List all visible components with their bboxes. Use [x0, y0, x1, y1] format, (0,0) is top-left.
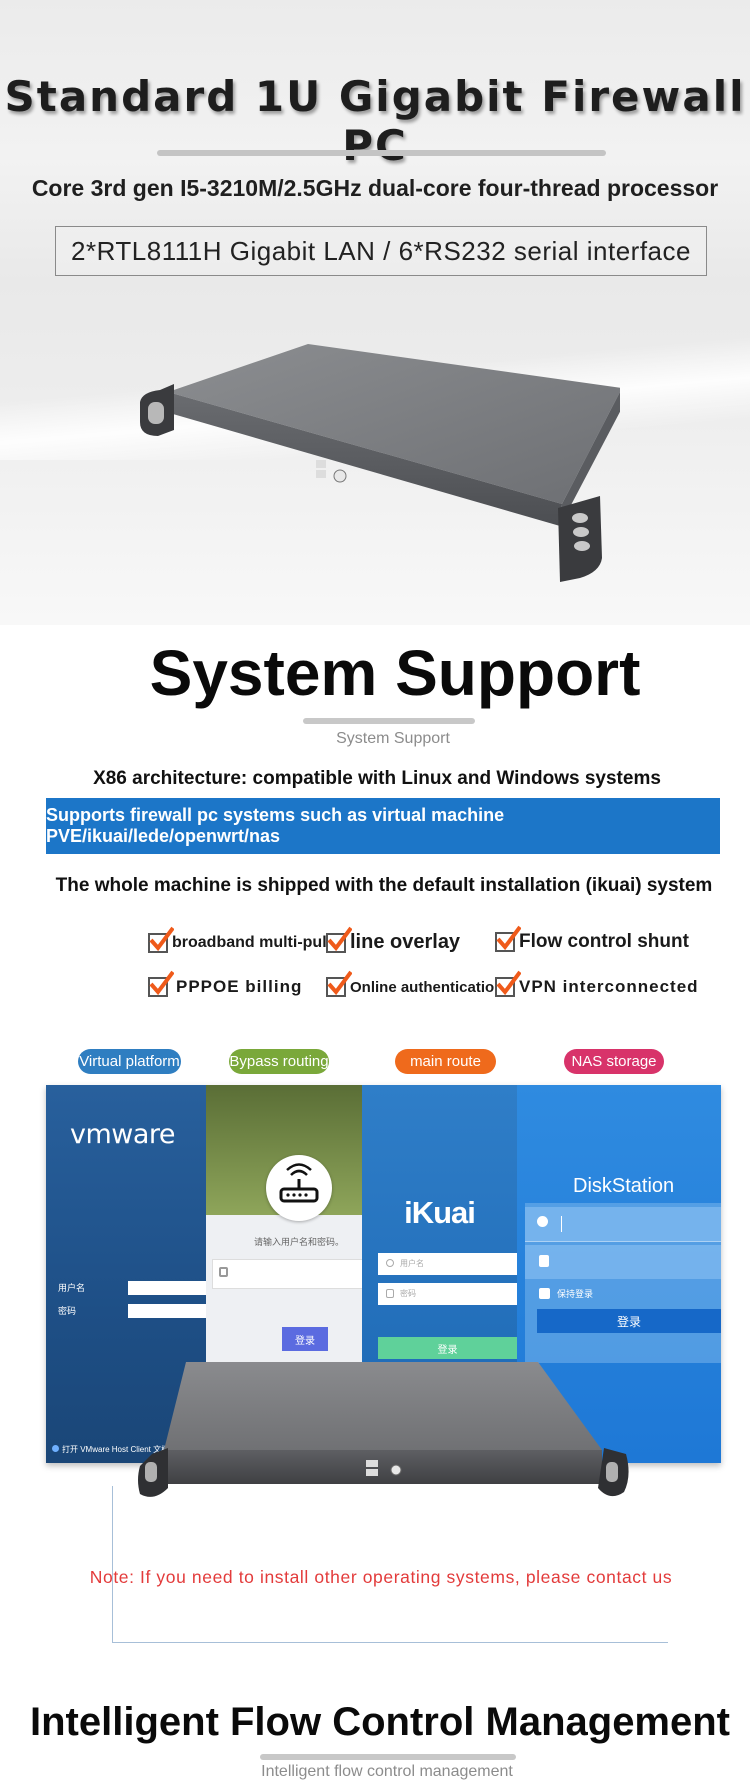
ikuai-logo: iKuai [404, 1195, 476, 1230]
remember-me-label: 保持登录 [557, 1289, 594, 1299]
feature-label: Flow control shunt [519, 931, 689, 952]
diskstation-login-label: 登录 [616, 1314, 641, 1329]
ikuai-login-button[interactable]: 登录 [378, 1337, 517, 1359]
flow-control-subtitle: Intelligent flow control management [261, 1763, 513, 1780]
ikuai-login-label: 登录 [437, 1344, 458, 1356]
feature-item: line overlay [326, 926, 461, 954]
user-icon [537, 1216, 548, 1227]
note-frame-left [112, 1486, 113, 1643]
diskstation-login-panel: DiskStation 保持登录 登录 [517, 1085, 721, 1463]
feature-label: Online authentication [350, 978, 504, 996]
feature-item: PPPOE billing [148, 970, 303, 997]
vmware-logo: vmware [70, 1119, 176, 1150]
checkmark-icon [495, 970, 521, 997]
feature-label: PPPOE billing [176, 977, 303, 996]
diskstation-username-field[interactable] [525, 1207, 721, 1242]
system-support-divider [303, 718, 475, 724]
pill-label: Bypass routing [229, 1053, 329, 1070]
lock-icon [219, 1267, 228, 1277]
text-cursor [561, 1216, 562, 1232]
feature-label: broadband multi-pull [172, 934, 332, 951]
ikuai-password-field[interactable]: 密码 [378, 1283, 517, 1305]
router-prompt: 请输入用户名和密码。 [253, 1237, 344, 1247]
hero-title: Standard 1U Gigabit Firewall PC [4, 72, 746, 170]
spec-box: 2*RTL8111H Gigabit LAN / 6*RS232 serial … [55, 226, 707, 276]
feature-item: VPN interconnected [495, 970, 699, 997]
vmware-username-field[interactable] [128, 1281, 206, 1295]
vmware-password-field[interactable] [128, 1304, 206, 1318]
vmware-footer-link[interactable]: 打开 VMware Host Client 文档 [52, 1444, 206, 1455]
feature-label: VPN interconnected [519, 977, 699, 996]
checkmark-icon [148, 970, 174, 997]
lock-icon [539, 1255, 549, 1267]
ikuai-username-placeholder: 用户名 [400, 1259, 424, 1268]
system-support-title: System Support [149, 637, 641, 709]
vmware-password-label: 密码 [58, 1306, 77, 1316]
diskstation-title: DiskStation [573, 1175, 675, 1197]
hero-section: Standard 1U Gigabit Firewall PC Core 3rd… [0, 0, 750, 625]
hero-title-divider [157, 150, 606, 156]
pill-nas-storage: NAS storage [564, 1049, 664, 1074]
contact-note: Note: If you need to install other opera… [89, 1567, 673, 1587]
checkmark-icon [326, 926, 352, 953]
spec-box-text: 2*RTL8111H Gigabit LAN / 6*RS232 serial … [71, 235, 691, 266]
pill-virtual-platform: Virtual platform [78, 1049, 181, 1074]
feature-item: Online authentication [326, 970, 504, 997]
default-system-line: The whole machine is shipped with the de… [55, 875, 713, 896]
ikuai-password-placeholder: 密码 [400, 1289, 416, 1298]
ikuai-username-field[interactable]: 用户名 [378, 1253, 517, 1275]
supported-systems-band: Supports firewall pc systems such as vir… [46, 798, 720, 854]
feature-label: line overlay [350, 931, 461, 953]
system-support-subtitle: System Support [336, 730, 450, 747]
router-login-label: 登录 [295, 1335, 315, 1347]
diskstation-login-button[interactable]: 登录 [537, 1309, 721, 1333]
vmware-footer-text: 打开 VMware Host Client 文档 [62, 1445, 170, 1454]
flow-control-divider [260, 1754, 516, 1760]
checkmark-icon [495, 925, 521, 952]
hero-subtitle: Core 3rd gen I5-3210M/2.5GHz dual-core f… [31, 175, 719, 201]
pill-label: main route [410, 1053, 481, 1070]
pill-label: NAS storage [571, 1053, 657, 1070]
vmware-username-label: 用户名 [58, 1283, 86, 1293]
feature-item: Flow control shunt [495, 925, 689, 953]
firewall-pc-front-image [138, 1362, 629, 1497]
router-login-button[interactable]: 登录 [282, 1327, 328, 1351]
remember-me-checkbox[interactable] [539, 1288, 550, 1299]
checkmark-icon [326, 970, 352, 997]
user-icon [386, 1259, 394, 1267]
router-icon [266, 1155, 332, 1221]
supported-systems-text: Supports firewall pc systems such as vir… [46, 805, 505, 846]
flow-control-title: Intelligent Flow Control Management [30, 1700, 730, 1744]
pill-bypass-routing: Bypass routing [229, 1049, 329, 1074]
note-frame-bottom [112, 1642, 668, 1643]
lock-icon [386, 1289, 394, 1298]
router-password-field[interactable] [212, 1259, 364, 1289]
firewall-pc-image [140, 344, 620, 582]
feature-item: broadband multi-pull [148, 926, 332, 953]
diskstation-password-field[interactable] [525, 1245, 721, 1279]
vmware-panel: vmware 用户名 密码 打开 VMware Host Client 文档 [46, 1085, 206, 1463]
x86-compat-line: X86 architecture: compatible with Linux … [93, 768, 661, 789]
checkmark-icon [148, 926, 174, 953]
globe-icon [52, 1445, 59, 1452]
os-screenshots-collage: vmware 用户名 密码 打开 VMware Host Client 文档 [46, 1085, 721, 1463]
pill-main-route: main route [395, 1049, 496, 1074]
pill-label: Virtual platform [79, 1053, 180, 1070]
